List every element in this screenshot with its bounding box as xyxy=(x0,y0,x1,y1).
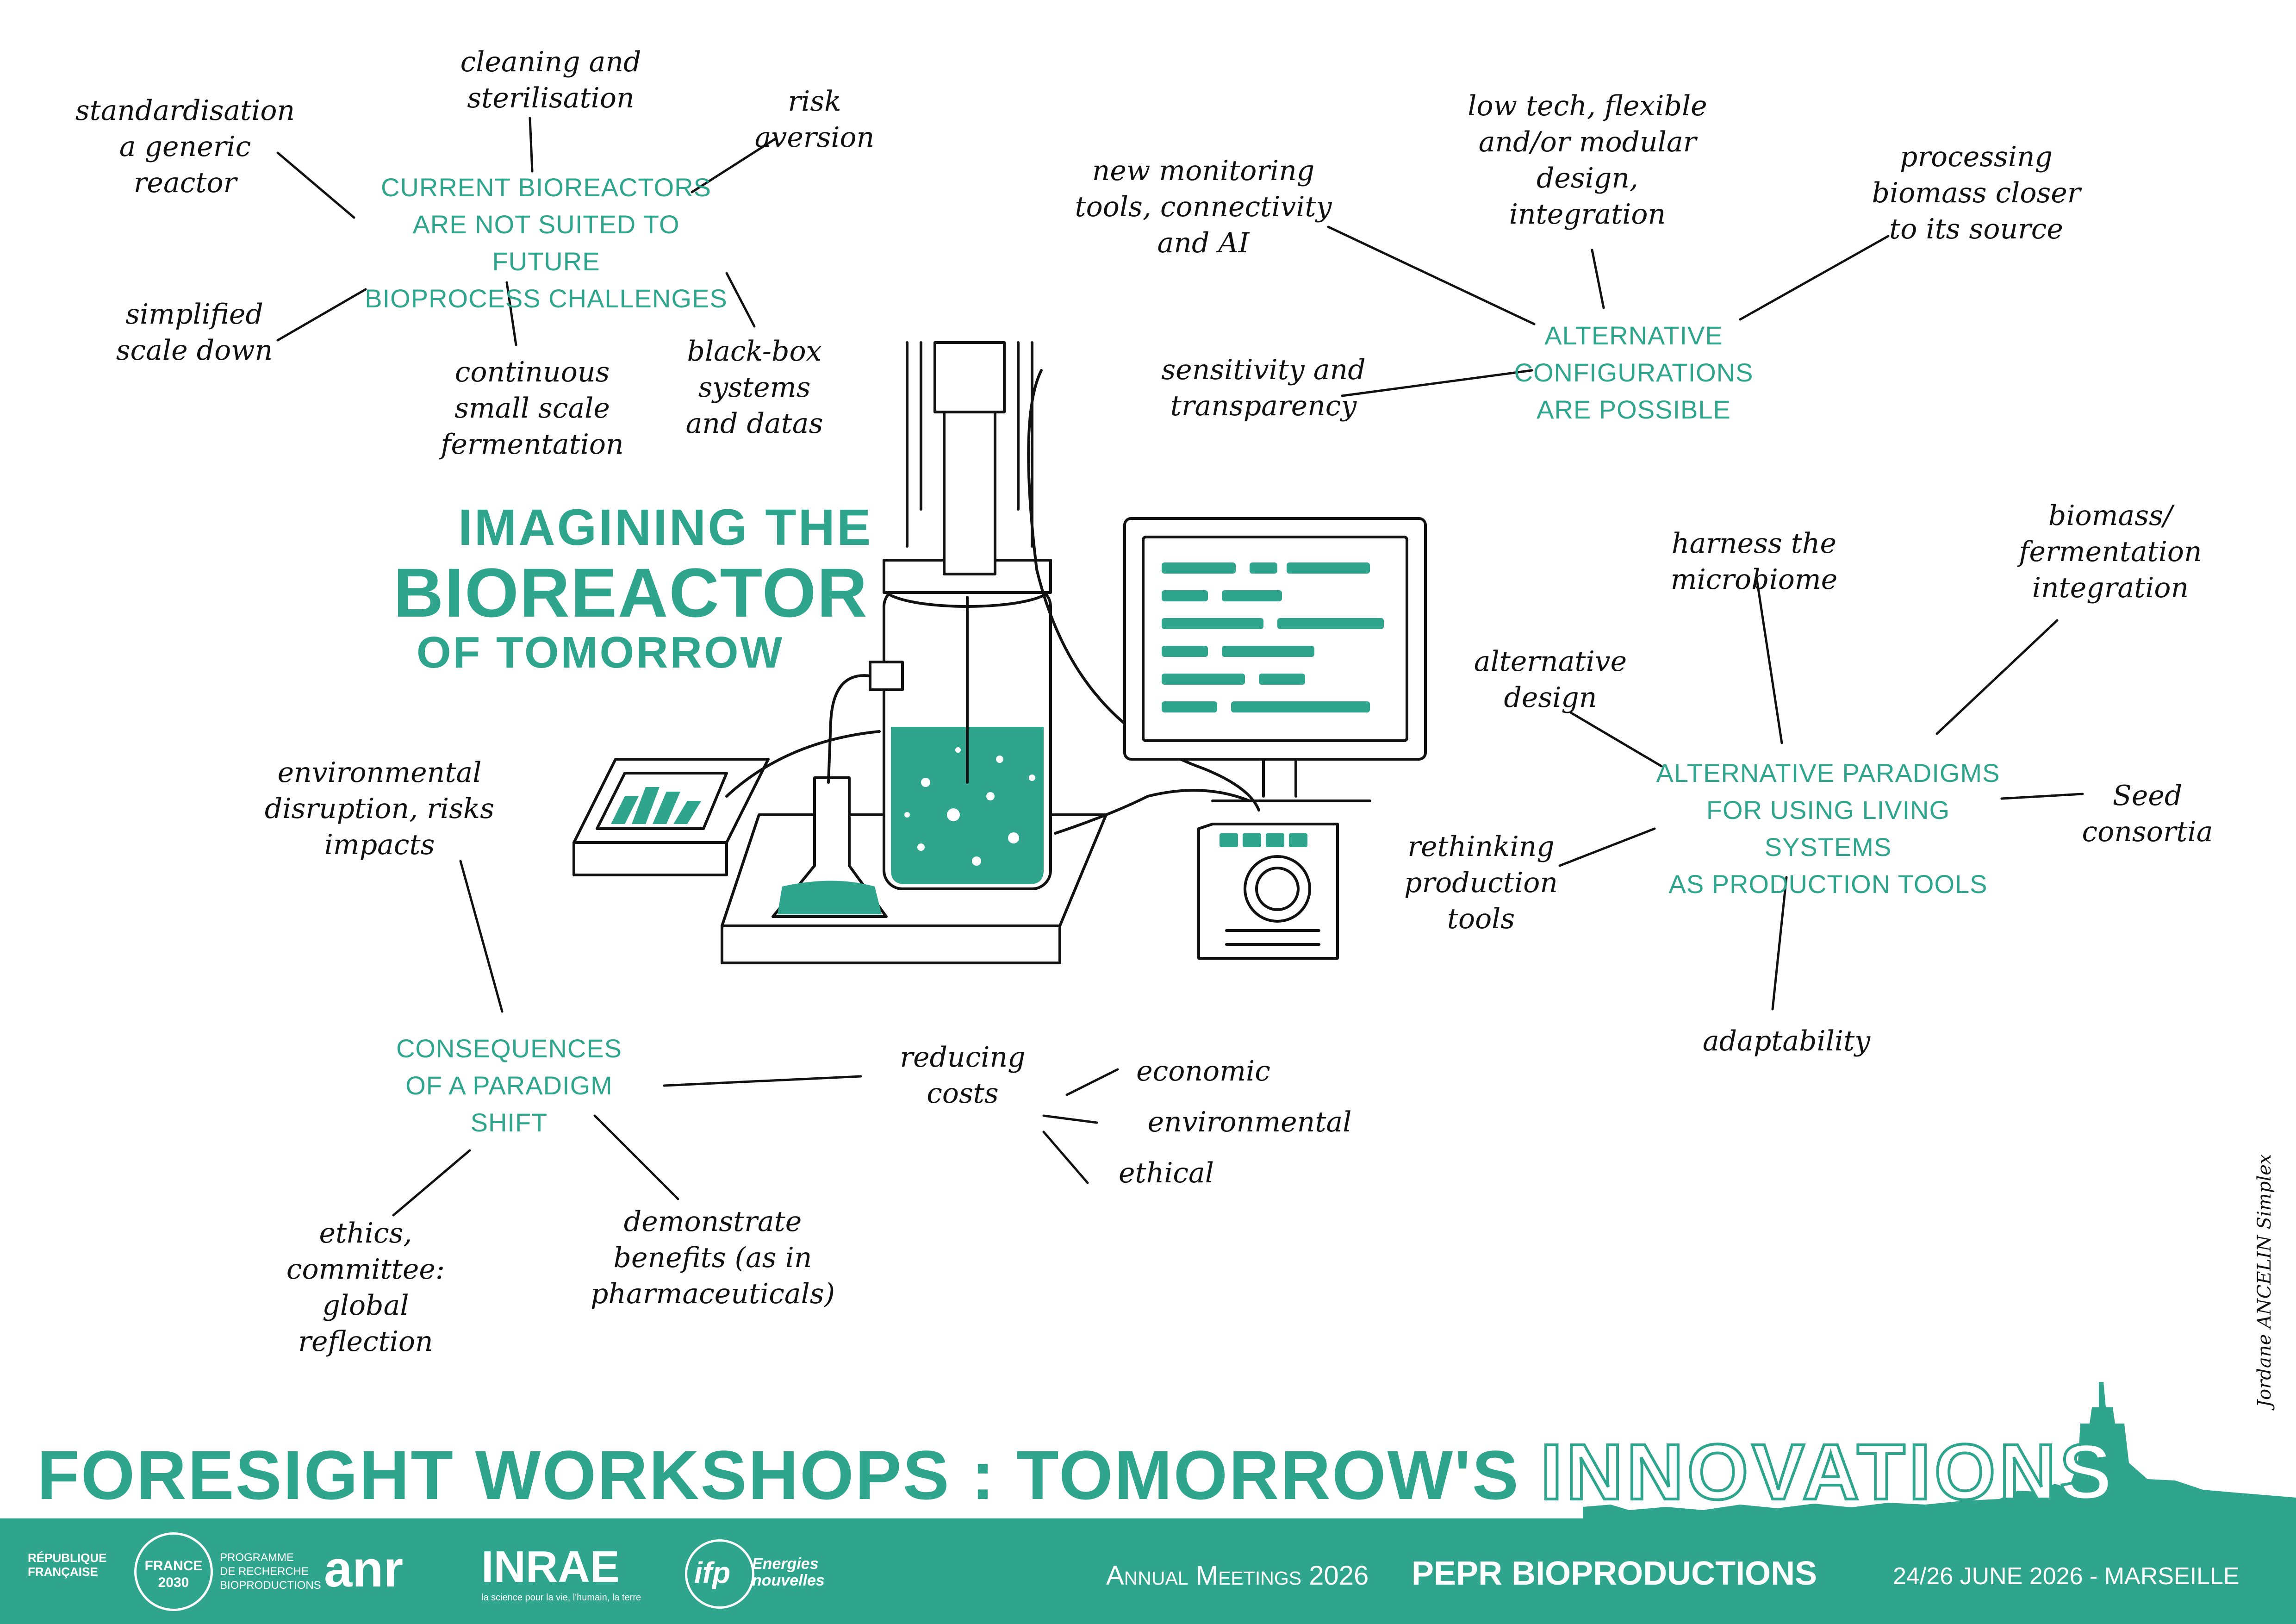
title-line-1: IMAGINING THE xyxy=(458,499,873,556)
note-rethinking-tools: rethinking production tools xyxy=(1404,831,1558,935)
note-adaptability: adaptability xyxy=(1702,1025,1871,1057)
logo-republique-francaise: RÉPUBLIQUE FRANÇAISE xyxy=(28,1551,107,1579)
artist-credit: Jordane ANCELIN Simplex xyxy=(2254,1154,2275,1407)
logo-france-2030-ring xyxy=(134,1532,213,1611)
note-standardisation: standardisation a generic reactor xyxy=(75,94,295,199)
logo-inrae-tagline: la science pour la vie, l'humain, la ter… xyxy=(481,1593,641,1603)
logo-anr: anr xyxy=(324,1541,404,1598)
note-demonstrate-benefits: demonstrate benefits (as in pharmaceutic… xyxy=(591,1206,835,1310)
hub-current-bioreactors: CURRENT BIOREACTORS ARE NOT SUITED TO FU… xyxy=(365,173,728,313)
note-ethics-committee: ethics, committee: global reflection xyxy=(286,1217,445,1358)
note-black-box: black-box systems and datas xyxy=(685,335,823,440)
logo-ifp-tagline: Energies nouvelles xyxy=(752,1555,825,1589)
banner-title: FORESIGHT WORKSHOPS : TOMORROW'S INNOVAT… xyxy=(37,1431,2116,1514)
note-sensitivity: sensitivity and transparency xyxy=(1161,354,1366,422)
logo-ifp: ifp xyxy=(694,1556,731,1589)
footer-annual-meetings: Annual Meetings 2026 xyxy=(1106,1561,1369,1591)
banner-highlight: INNOVATIONS xyxy=(1539,1428,2116,1516)
note-simplified-scale-down: simplified scale down xyxy=(116,298,273,367)
note-seed-consortia: Seed consortia xyxy=(2082,780,2213,848)
logo-programme: PROGRAMME DE RECHERCHE BIOPRODUCTIONS xyxy=(220,1551,321,1592)
note-cleaning: cleaning and sterilisation xyxy=(460,46,641,114)
banner-main: FORESIGHT WORKSHOPS : TOMORROW'S xyxy=(37,1436,1541,1514)
note-environmental-disruption: environmental disruption, risks impacts xyxy=(264,756,495,861)
note-continuous-fermentation: continuous small scale fermentation xyxy=(441,356,624,461)
hub-alternative-paradigms: ALTERNATIVE PARADIGMS FOR USING LIVING S… xyxy=(1656,758,2000,899)
note-monitoring-tools: new monitoring tools, connectivity and A… xyxy=(1075,155,1332,259)
title-line-3: OF TOMORROW xyxy=(417,628,784,677)
note-economic: economic xyxy=(1136,1055,1270,1087)
note-low-tech: low tech, flexible and/or modular design… xyxy=(1468,90,1707,231)
note-risk-aversion: risk aversion xyxy=(754,85,875,154)
hub-consequences: CONSEQUENCES OF A PARADIGM SHIFT xyxy=(396,1034,622,1137)
note-ethical: ethical xyxy=(1118,1157,1214,1189)
note-microbiome: harness the microbiome xyxy=(1670,527,1838,596)
logo-france-2030: FRANCE 2030 xyxy=(144,1558,203,1590)
note-environmental: environmental xyxy=(1147,1106,1352,1138)
footer: RÉPUBLIQUE FRANÇAISE FRANCE 2030 PROGRAM… xyxy=(0,1518,2296,1624)
footer-pepr: PEPR BIOPRODUCTIONS xyxy=(1412,1555,1817,1592)
note-biomass-integration: biomass/ fermentation integration xyxy=(2019,500,2202,604)
hub-alternative-configurations: ALTERNATIVE CONFIGURATIONS ARE POSSIBLE xyxy=(1514,321,1754,424)
note-alternative-design: alternative design xyxy=(1474,645,1627,714)
note-reducing-costs: reducing costs xyxy=(900,1041,1026,1110)
footer-dates: 24/26 JUNE 2026 - MARSEILLE xyxy=(1893,1563,2240,1590)
note-processing-biomass: processing biomass closer to its source xyxy=(1872,141,2081,245)
logo-inrae: INRAE xyxy=(481,1542,620,1592)
logo-ifp-ring xyxy=(685,1539,754,1609)
title-line-2: BIOREACTOR xyxy=(393,554,868,631)
